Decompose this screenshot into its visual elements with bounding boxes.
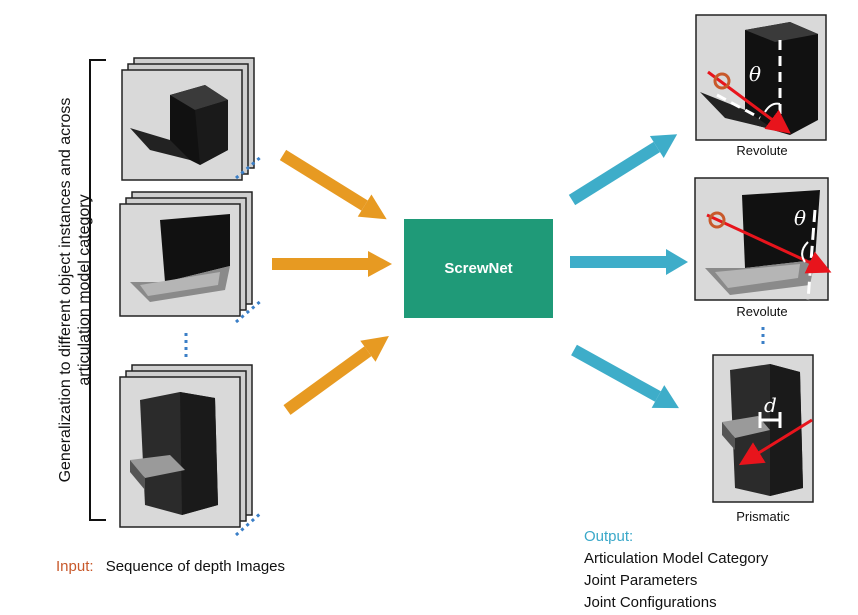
side-label-text: Generalization to different object insta…: [57, 97, 93, 483]
output-arrows: [568, 134, 688, 409]
side-label: Generalization to different object insta…: [20, 60, 130, 520]
output-legend-item-2: Joint Parameters: [584, 572, 698, 589]
input-stack-pc: [121, 57, 263, 181]
theta-symbol-2: θ: [794, 206, 807, 230]
d-symbol: d: [764, 393, 777, 417]
output-panel-laptop: [694, 177, 832, 301]
output-caption-3: Prismatic: [736, 509, 790, 524]
output-caption-2: Revolute: [736, 304, 788, 319]
output-legend-item-1: Articulation Model Category: [584, 550, 769, 567]
input-description: Sequence of depth Images: [105, 558, 285, 575]
output-panel-pc: [695, 14, 827, 141]
theta-symbol-1: θ: [749, 62, 762, 86]
input-legend: Input: Sequence of depth Images: [56, 558, 285, 575]
output-legend-title: Output:: [584, 528, 634, 545]
input-arrows: [272, 149, 392, 415]
grouping-bracket: [89, 59, 106, 521]
screwnet-box: ScrewNet: [404, 219, 553, 318]
output-legend-item-3: Joint Configurations: [584, 594, 717, 611]
output-caption-1: Revolute: [736, 143, 788, 158]
input-label: Input:: [56, 558, 94, 575]
input-stack-cabinet: [119, 364, 263, 537]
output-panel-cabinet: [712, 354, 814, 503]
screwnet-label: ScrewNet: [444, 260, 513, 277]
input-stack-laptop: [119, 191, 263, 324]
